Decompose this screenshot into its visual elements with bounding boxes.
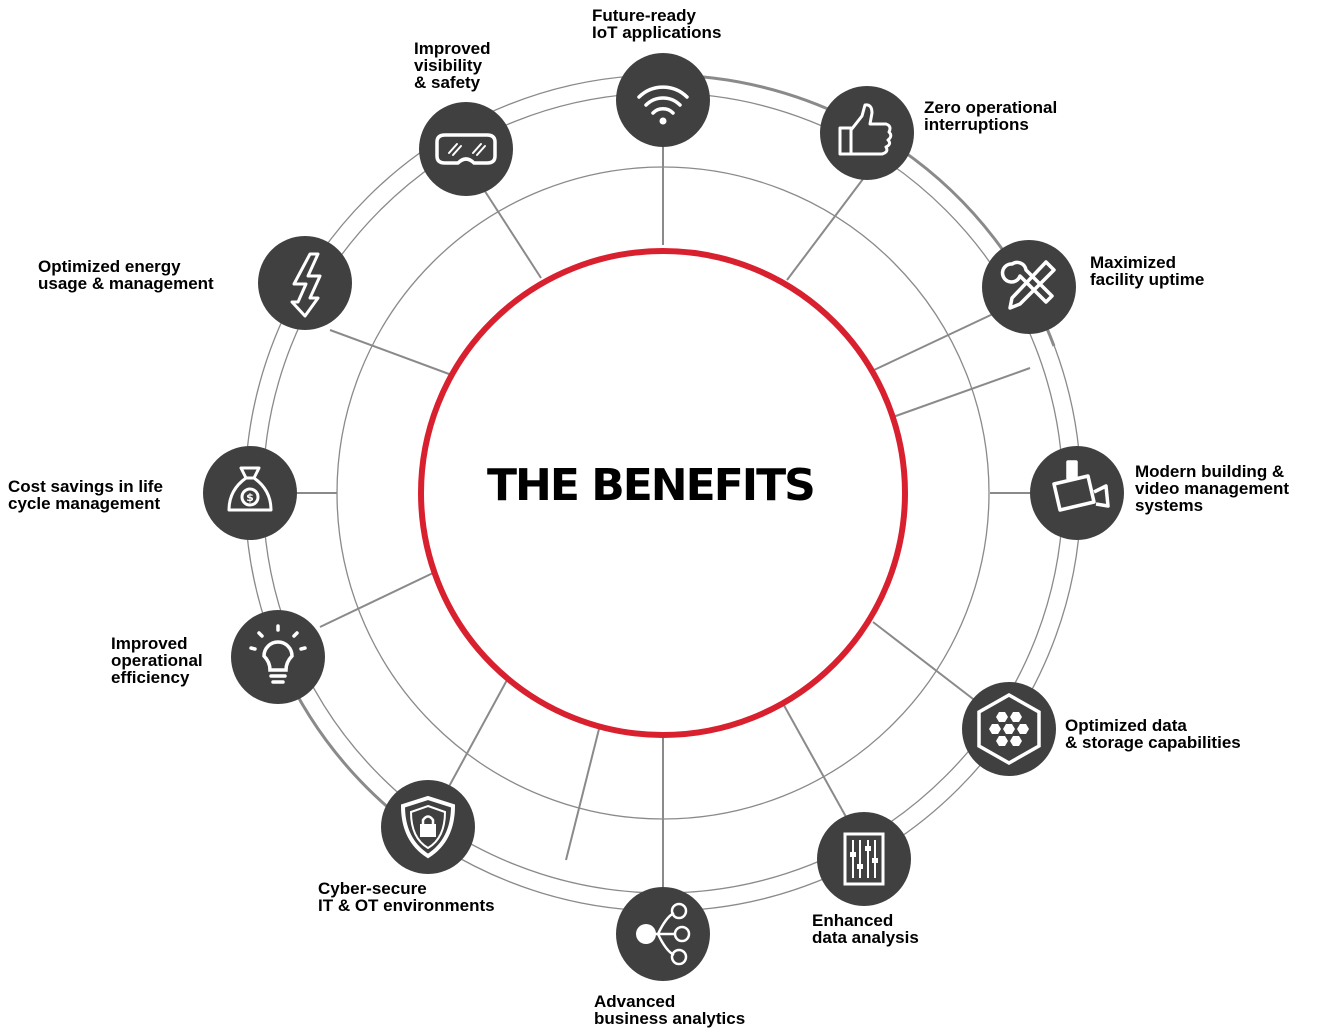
money-bag-icon: $ xyxy=(227,466,273,512)
benefit-node-analytics xyxy=(616,887,710,981)
benefit-node-iot xyxy=(616,53,710,147)
benefit-node-video xyxy=(1030,446,1124,540)
lightbulb-icon xyxy=(249,624,307,684)
tools-icon xyxy=(1000,260,1056,310)
data-analysis-icon xyxy=(843,832,885,886)
wifi-icon xyxy=(637,85,689,125)
safety-goggles-icon xyxy=(435,133,497,165)
benefit-node-uptime xyxy=(982,240,1076,334)
benefit-node-cost: $ xyxy=(203,446,297,540)
diagram-title: THE BENEFITS xyxy=(487,460,816,511)
benefit-node-efficiency xyxy=(231,610,325,704)
shield-lock-icon xyxy=(400,795,456,859)
benefit-node-interruptions xyxy=(820,86,914,180)
svg-text:$: $ xyxy=(246,491,254,504)
benefit-node-energy xyxy=(258,236,352,330)
benefit-node-data-analysis xyxy=(817,812,911,906)
center-ring xyxy=(418,248,908,738)
benefit-node-safety xyxy=(419,102,513,196)
lightning-bolt-icon xyxy=(290,252,322,318)
hexagon-storage-icon xyxy=(977,692,1041,766)
analytics-nodes-icon xyxy=(636,902,691,966)
benefit-node-cyber xyxy=(381,780,475,874)
benefit-node-storage xyxy=(962,682,1056,776)
benefit-label-storage: Optimized data& storage capabilities xyxy=(1065,716,1241,752)
security-camera-icon xyxy=(1052,460,1110,512)
thumbs-up-icon xyxy=(838,103,893,156)
